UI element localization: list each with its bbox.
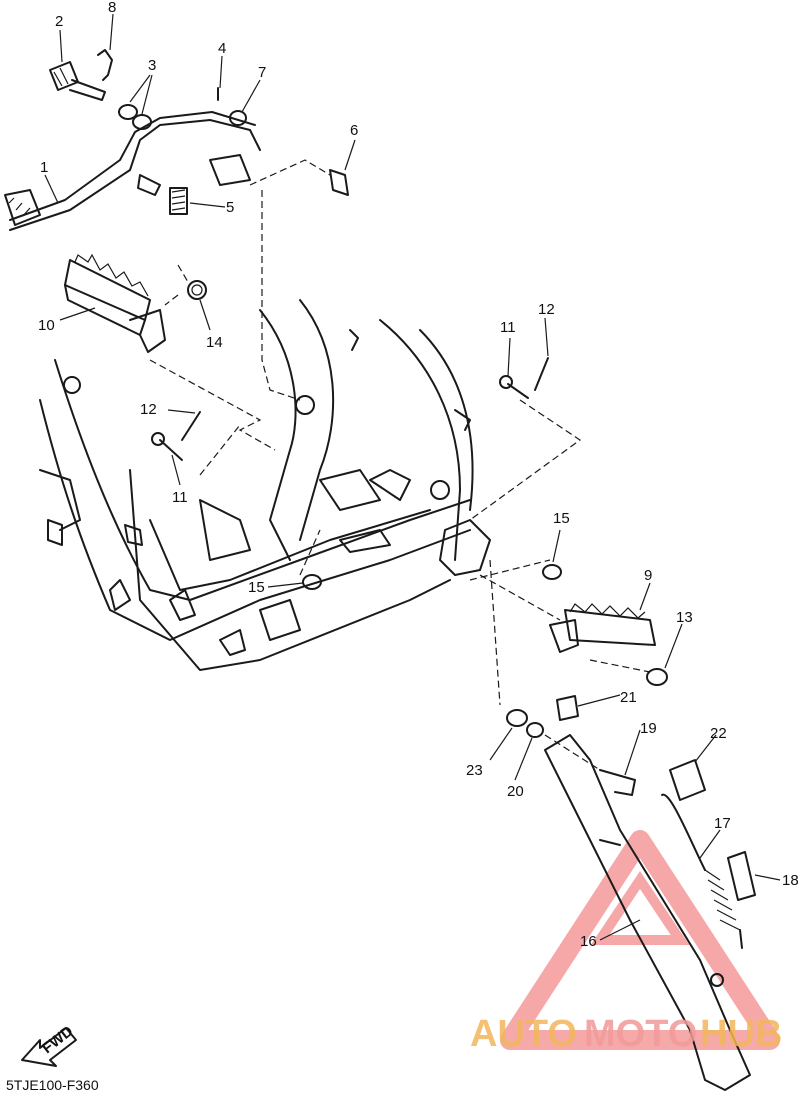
o-ring-a [118, 104, 138, 120]
washer-20 [526, 722, 544, 738]
sidestand [544, 734, 751, 1091]
o-ring-b [132, 114, 152, 130]
sidestand-spring [661, 793, 743, 949]
callouts: 1 2 3 4 5 6 7 8 9 10 11 11 12 12 13 14 1… [38, 0, 799, 950]
callout-12b: 12 [140, 401, 157, 418]
left-pin-assembly [151, 411, 201, 461]
callout-14: 14 [206, 334, 223, 351]
hook-plate [669, 759, 706, 801]
left-footrest [64, 253, 166, 353]
callout-11a: 11 [500, 319, 516, 336]
callout-15b: 15 [553, 510, 570, 527]
washer-15-right [542, 564, 562, 580]
washer [229, 110, 247, 126]
callout-6: 6 [350, 122, 358, 139]
callout-4: 4 [218, 40, 226, 57]
watermark-auto: AUTO [470, 1013, 577, 1055]
callout-10: 10 [38, 317, 55, 334]
callout-3: 3 [148, 57, 156, 74]
footrest-spring [164, 264, 207, 306]
callout-11b: 11 [172, 489, 188, 506]
washer-15-left [302, 574, 322, 590]
cotter-pin [97, 49, 113, 81]
watermark-text: AUTO MOTO HUB [470, 1013, 782, 1055]
pivot-bolt [49, 61, 106, 101]
callout-22: 22 [710, 725, 727, 742]
callout-15a: 15 [248, 579, 265, 596]
right-pin-assembly [499, 357, 549, 399]
fwd-arrow-icon: FWD [21, 1023, 77, 1067]
footrest-spring-right [646, 668, 668, 686]
callout-7: 7 [258, 64, 266, 81]
sleeve [727, 851, 756, 901]
leader-lines [44, 13, 781, 941]
callout-13: 13 [676, 609, 693, 626]
callout-1: 1 [40, 159, 48, 176]
right-footrest [549, 603, 656, 653]
callout-19: 19 [640, 720, 657, 737]
clevis-pin [329, 169, 349, 196]
brake-pedal [4, 111, 261, 231]
sidestand-bolt [599, 769, 636, 796]
return-spring [169, 187, 188, 215]
callout-16: 16 [580, 933, 597, 950]
diagram-code: 5TJE100-F360 [6, 1077, 99, 1093]
callout-5: 5 [226, 199, 234, 216]
callout-2: 2 [55, 13, 63, 30]
callout-12a: 12 [538, 301, 555, 318]
callout-18: 18 [782, 872, 799, 889]
watermark-hub: HUB [700, 1013, 782, 1055]
nut [506, 709, 528, 727]
callout-9: 9 [644, 567, 652, 584]
callout-20: 20 [507, 783, 524, 800]
callout-17: 17 [714, 815, 731, 832]
callout-8: 8 [108, 0, 116, 16]
frame [39, 299, 491, 671]
callout-21: 21 [620, 689, 637, 706]
callout-23: 23 [466, 762, 483, 779]
collar [556, 695, 579, 721]
watermark-moto: MOTO [584, 1013, 697, 1055]
